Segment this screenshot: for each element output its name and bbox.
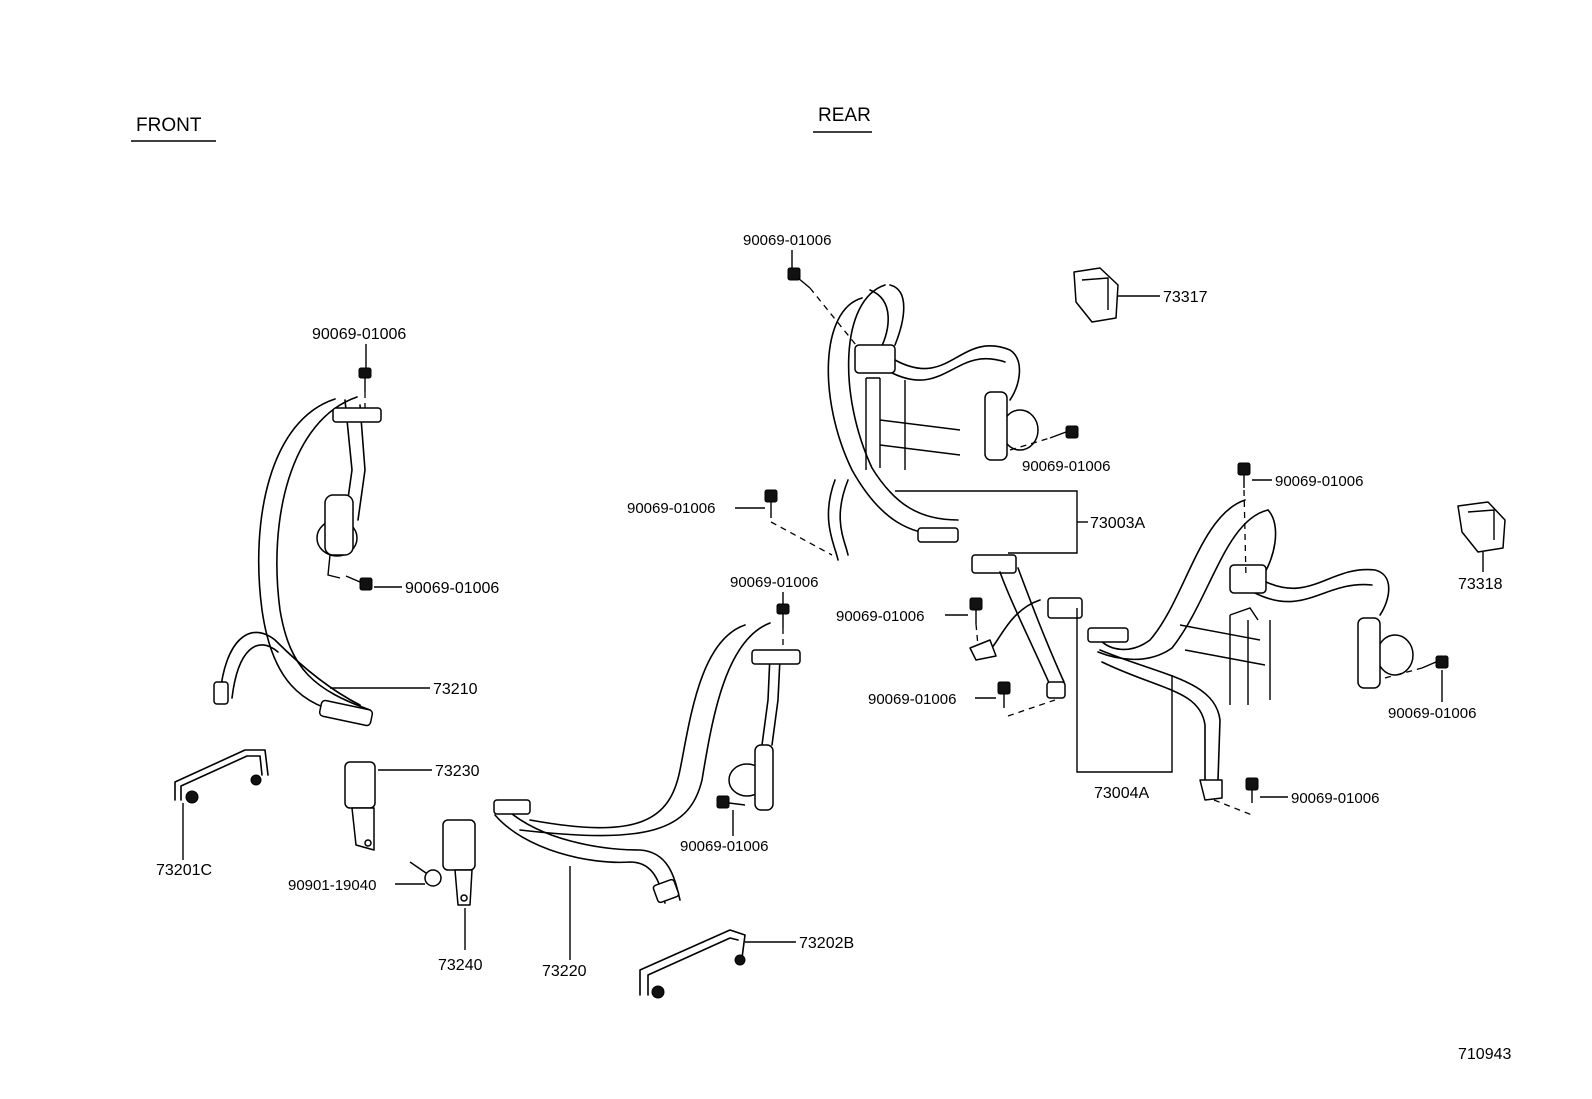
part-number-label: 73220 <box>542 963 587 980</box>
part-number-label: 73240 <box>438 957 483 974</box>
rear-harness-drawing <box>639 929 746 999</box>
bolt-icon <box>716 795 746 809</box>
part-number-label: 90069-01006 <box>1275 473 1363 490</box>
part-number-label: 73210 <box>433 681 478 698</box>
bolt-icon <box>1245 777 1259 803</box>
rear-upper-belt-drawing <box>827 284 1039 561</box>
rear-section-header: REAR <box>818 105 871 126</box>
bolt-icon <box>1421 655 1449 669</box>
bolt-icon <box>1237 462 1251 488</box>
part-number-label: 73317 <box>1163 289 1208 306</box>
part-number-label: 73230 <box>435 763 480 780</box>
part-number-label: 90901-19040 <box>288 877 376 894</box>
rear-seat-frame-right <box>1179 607 1271 705</box>
part-number-label: 90069-01006 <box>836 608 924 625</box>
bolt-icon <box>1049 425 1079 439</box>
part-number-label: 90069-01006 <box>1022 458 1110 475</box>
part-number-label: 90069-01006 <box>627 500 715 517</box>
part-number-label: 90069-01006 <box>743 232 831 249</box>
diagram-code: 710943 <box>1458 1046 1511 1063</box>
bolt-icon <box>764 489 778 518</box>
trim-cover-right-drawing <box>1457 501 1506 553</box>
front-buckle-drawing <box>344 761 376 851</box>
bracket-line <box>895 490 1078 554</box>
part-number-label: 73004A <box>1094 785 1149 802</box>
part-number-label: 90069-01006 <box>680 838 768 855</box>
trim-cover-upper-drawing <box>1073 267 1119 323</box>
bolt-icon <box>997 681 1011 708</box>
front-section-header: FRONT <box>136 115 202 136</box>
part-number-label: 90069-01006 <box>1291 790 1379 807</box>
bolt-icon <box>776 603 790 628</box>
part-number-label: 90069-01006 <box>1388 705 1476 722</box>
front-harness-drawing <box>174 749 269 804</box>
bolt-icon <box>345 575 373 591</box>
rear-seat-frame-upper <box>865 377 961 470</box>
bolt-icon <box>358 367 372 392</box>
front-seat-belt-drawing <box>213 396 382 727</box>
part-number-label: 90069-01006 <box>312 326 406 343</box>
bolt-icon <box>969 597 983 624</box>
rear-left-belt-drawing <box>493 622 801 904</box>
rear-right-belt-drawing <box>1087 499 1414 801</box>
part-number-label: 73003A <box>1090 515 1145 532</box>
bolt-icon <box>787 267 811 289</box>
part-number-label: 73201C <box>156 862 212 879</box>
bolt-icon <box>409 861 442 887</box>
part-number-label: 90069-01006 <box>868 691 956 708</box>
rear-center-buckle-drawing <box>442 819 476 906</box>
part-number-label: 90069-01006 <box>730 574 818 591</box>
part-number-label: 90069-01006 <box>405 580 499 597</box>
part-number-label: 73202B <box>799 935 854 952</box>
rear-center-belt-drawing <box>969 554 1083 699</box>
bracket-line <box>1076 608 1173 773</box>
part-number-label: 73318 <box>1458 576 1503 593</box>
